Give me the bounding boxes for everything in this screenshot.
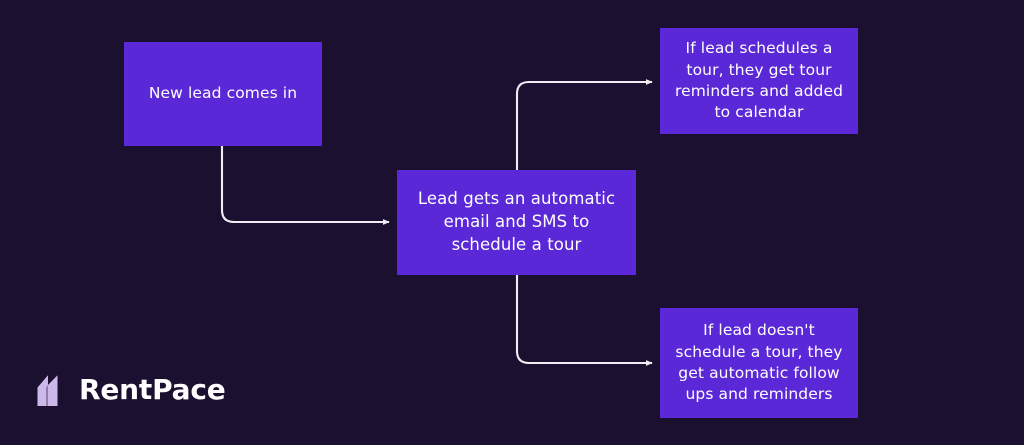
flow-node-label: If lead schedules a tour, they get tour … [674, 39, 844, 122]
flow-node-new-lead[interactable]: New lead comes in [124, 42, 322, 146]
edge-new-lead-to-auto-email [220, 146, 390, 225]
flow-node-auto-email[interactable]: Lead gets an automatic email and SMS to … [397, 170, 636, 275]
logo-wordmark: RentPace [79, 373, 226, 406]
flow-node-label: If lead doesn't schedule a tour, they ge… [675, 321, 843, 404]
flow-node-label: New lead comes in [148, 84, 298, 103]
edge-auto-email-to-schedules-tour [515, 79, 653, 170]
flow-node-schedules-tour[interactable]: If lead schedules a tour, they get tour … [660, 28, 858, 134]
house-icon [37, 375, 58, 406]
flow-node-no-schedule[interactable]: If lead doesn't schedule a tour, they ge… [660, 308, 858, 418]
rentpace-logo: RentPace [36, 372, 226, 408]
edge-auto-email-to-no-schedule [515, 275, 653, 366]
flow-node-label: Lead gets an automatic email and SMS to … [417, 189, 616, 254]
